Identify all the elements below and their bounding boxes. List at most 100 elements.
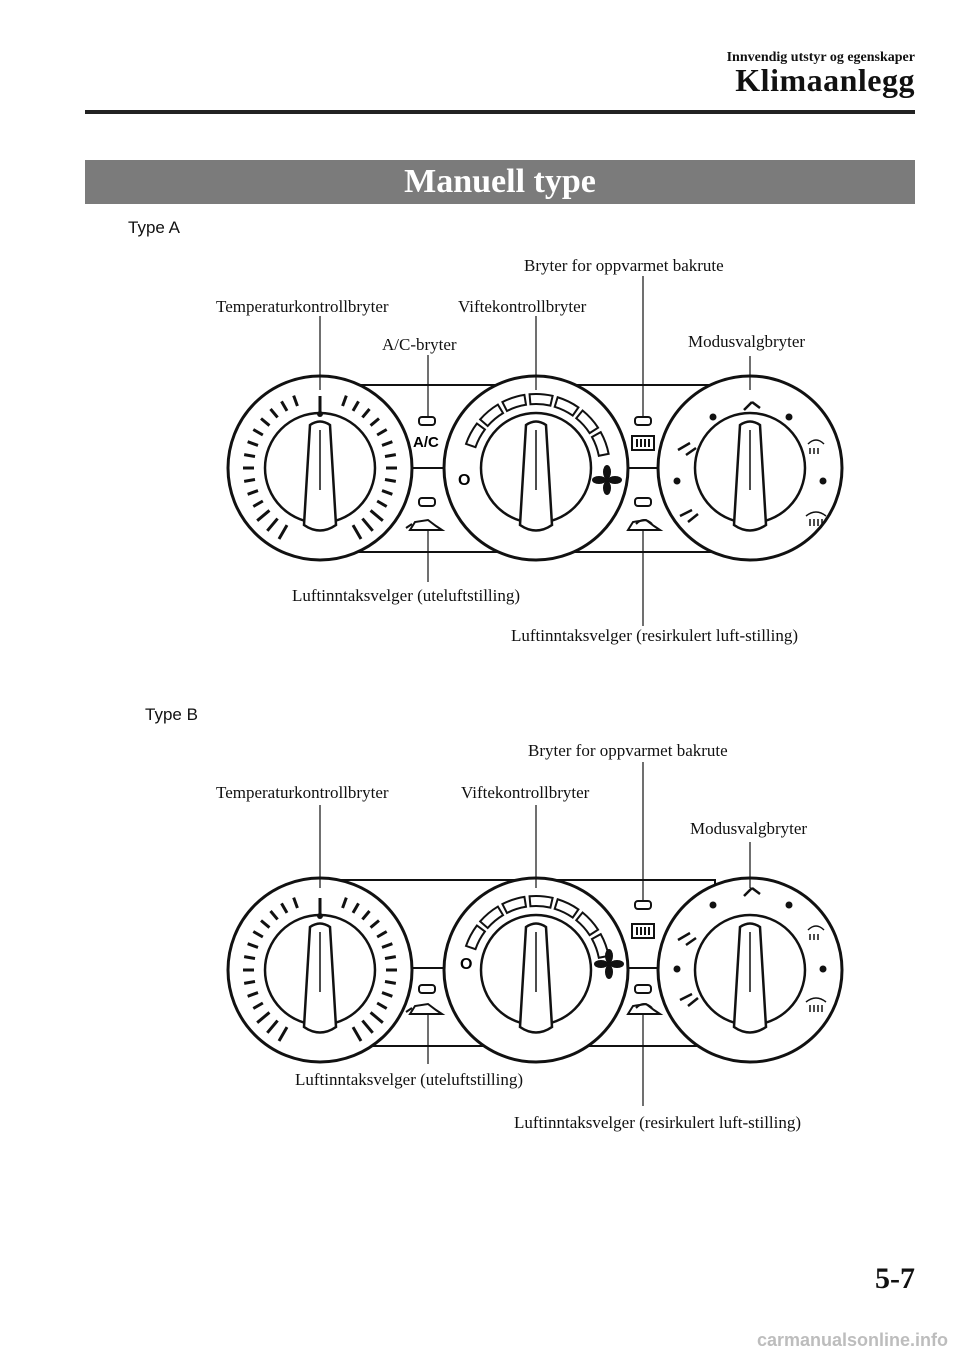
ac-indicator <box>418 416 436 426</box>
vent-floor-defrost-icon <box>807 439 825 454</box>
watermark: carmanualsonline.info <box>756 1330 948 1350</box>
temperature-tick <box>351 524 363 540</box>
label-mode-selector: Modusvalgbryter <box>690 819 807 838</box>
outside-air-indicator <box>418 497 436 507</box>
fan-speed-segment <box>464 924 487 951</box>
temperature-tick <box>280 400 289 412</box>
temperature-tick <box>384 453 397 459</box>
temperature-dial[interactable] <box>226 374 414 562</box>
temperature-tick <box>280 902 289 914</box>
temperature-tick <box>260 919 271 929</box>
section-heading: Innvendig utstyr og egenskaper <box>726 50 915 65</box>
fan-off-mark: O <box>460 956 472 973</box>
rear-defrost-button[interactable] <box>631 435 655 451</box>
temperature-tick <box>252 930 264 939</box>
temperature-tick <box>260 417 271 427</box>
temperature-tick <box>256 509 271 522</box>
temperature-tick <box>381 440 393 447</box>
label-fan-control: Viftekontrollbryter <box>458 297 587 316</box>
vent-floor-icon <box>679 508 699 523</box>
temperature-tick <box>292 395 299 407</box>
label-rear-defrost: Bryter for oppvarmet bakrute <box>524 256 724 275</box>
fan-icon <box>592 465 622 495</box>
temperature-tick <box>243 453 256 459</box>
vent-floor-icon <box>679 992 699 1007</box>
temperature-tick <box>361 408 371 419</box>
temperature-tick <box>384 979 397 985</box>
temperature-tick <box>369 1011 384 1024</box>
vent-face-icon <box>743 401 761 411</box>
label-intake-outside: Luftinntaksvelger (uteluftstilling) <box>295 1070 523 1089</box>
temperature-tick <box>256 1011 271 1024</box>
temperature-tick <box>381 942 393 949</box>
mode-dial[interactable] <box>656 374 844 562</box>
fan-speed-segment <box>478 905 505 930</box>
temperature-tick <box>361 910 371 921</box>
rear-defrost-indicator <box>634 416 652 426</box>
temperature-dial[interactable] <box>226 876 414 1064</box>
outside-air-icon[interactable] <box>405 1002 446 1015</box>
temperature-tick <box>277 1026 289 1042</box>
label-ac-switch: A/C-bryter <box>382 335 457 354</box>
temperature-tick <box>351 400 360 412</box>
temperature-tick <box>384 477 397 483</box>
mode-dial[interactable] <box>656 876 844 1064</box>
chapter-title: Klimaanlegg <box>735 62 915 98</box>
temperature-tick <box>252 499 264 508</box>
label-temperature-control: Temperaturkontrollbryter <box>216 297 389 316</box>
fan-speed-segment <box>464 422 487 449</box>
temperature-tick <box>376 930 388 939</box>
recirc-air-icon[interactable] <box>626 518 664 531</box>
temperature-tick <box>243 979 256 985</box>
temperature-tick <box>384 955 397 961</box>
label-intake-outside: Luftinntaksvelger (uteluftstilling) <box>292 586 520 605</box>
temperature-tick <box>243 955 256 961</box>
type-b-diagram: O <box>216 741 844 1132</box>
section-banner: Manuell type <box>85 160 915 204</box>
temperature-tick <box>351 1026 363 1042</box>
temperature-tick <box>381 489 393 496</box>
label-fan-control: Viftekontrollbryter <box>461 783 590 802</box>
header-divider <box>85 110 915 114</box>
fan-speed-segment <box>574 911 600 937</box>
temperature-tick <box>247 440 259 447</box>
rear-defrost-button[interactable] <box>631 923 655 939</box>
temperature-tick <box>361 517 374 532</box>
fan-icon <box>594 949 624 979</box>
temperature-tick <box>266 517 279 532</box>
fan-speed-segment <box>574 409 600 435</box>
thermometer-icon <box>317 396 323 417</box>
fan-speed-segment <box>590 430 610 457</box>
label-mode-selector: Modusvalgbryter <box>688 332 805 351</box>
recirc-air-icon[interactable] <box>626 1002 664 1015</box>
vent-face-icon <box>743 887 761 897</box>
ac-button[interactable]: A/C <box>413 434 439 451</box>
temperature-tick <box>369 417 380 427</box>
vent-bilevel-icon <box>677 441 697 457</box>
fan-speed-segment <box>553 395 580 417</box>
recirc-air-indicator <box>634 984 652 994</box>
type-a-label: Type A <box>128 218 180 237</box>
temperature-tick <box>369 919 380 929</box>
label-rear-defrost: Bryter for oppvarmet bakrute <box>528 741 728 760</box>
defrost-icon <box>805 997 827 1012</box>
fan-speed-segment <box>553 897 580 919</box>
temperature-tick <box>247 991 259 998</box>
temperature-tick <box>247 489 259 496</box>
temperature-tick <box>243 477 256 483</box>
fan-dial[interactable]: O <box>442 876 630 1064</box>
recirc-air-indicator <box>634 497 652 507</box>
temperature-tick <box>247 942 259 949</box>
fan-speed-segment <box>478 403 505 428</box>
defrost-icon <box>805 511 827 526</box>
type-a-diagram: A/C O <box>216 256 844 645</box>
type-b-label: Type B <box>145 705 198 724</box>
outside-air-indicator <box>418 984 436 994</box>
temperature-tick <box>361 1019 374 1034</box>
page-number: 5-7 <box>875 1262 915 1295</box>
temperature-tick <box>369 509 384 522</box>
fan-dial[interactable]: O <box>442 374 630 562</box>
outside-air-icon[interactable] <box>405 518 446 531</box>
rear-defrost-indicator <box>634 900 652 910</box>
fan-off-mark: O <box>458 472 470 489</box>
